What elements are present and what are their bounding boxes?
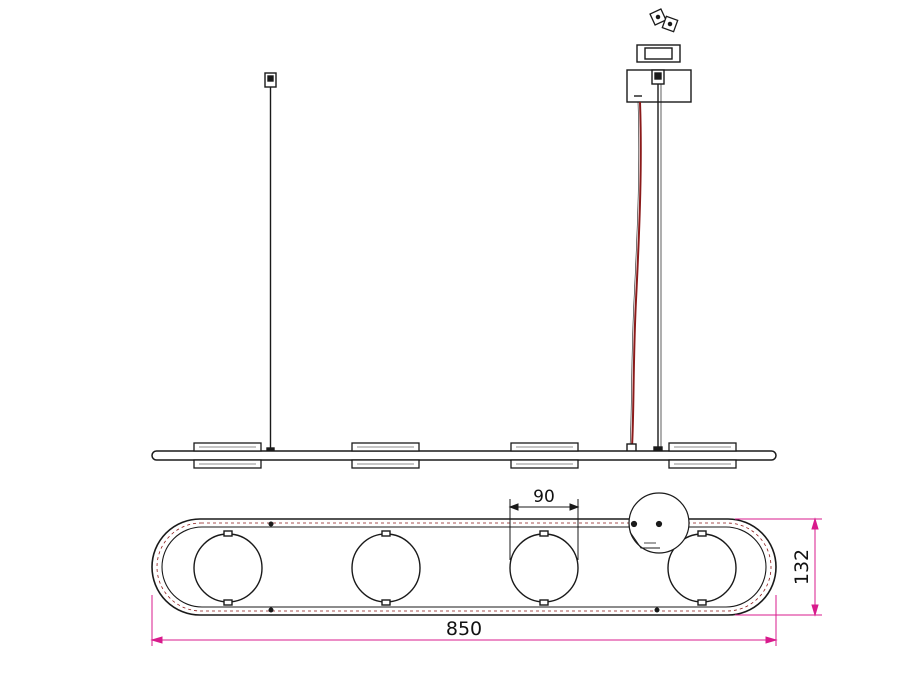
light-modules-side — [193, 442, 737, 469]
light-module-side — [351, 442, 420, 469]
light-module-side — [193, 442, 262, 469]
power-cable — [631, 101, 642, 448]
globe — [509, 530, 579, 606]
detail-callout — [628, 492, 690, 554]
dimension-label-overall-length: 850 — [446, 618, 482, 640]
plan-outer-frame — [151, 518, 777, 616]
dimension-overall-width — [735, 517, 822, 617]
globe — [667, 530, 737, 606]
body-bar — [151, 450, 777, 461]
light-module-side — [668, 442, 737, 469]
globe — [193, 530, 263, 606]
fixing-points — [268, 521, 660, 613]
dimension-globe-diameter — [508, 499, 580, 560]
dimension-label-overall-width: 132 — [791, 549, 813, 585]
light-module-side — [510, 442, 579, 469]
screws-icon — [649, 8, 679, 33]
ceiling-canopy — [626, 44, 692, 103]
left-suspension — [264, 72, 277, 457]
left-wire-clamp-inner — [267, 75, 274, 82]
dimension-label-globe-diameter: 90 — [533, 487, 555, 507]
dimension-overall-length — [150, 595, 778, 646]
plan-frame-dashed — [156, 522, 772, 612]
side-elevation — [151, 8, 777, 469]
dimensions: 90 850 132 — [150, 487, 822, 646]
plan-inner-frame — [161, 526, 767, 608]
globe — [351, 530, 421, 606]
plan-view — [151, 492, 777, 616]
canopy-top-plate-inner — [644, 47, 673, 60]
canopy-clamp-inner — [654, 72, 662, 80]
globes-plan — [193, 530, 737, 606]
